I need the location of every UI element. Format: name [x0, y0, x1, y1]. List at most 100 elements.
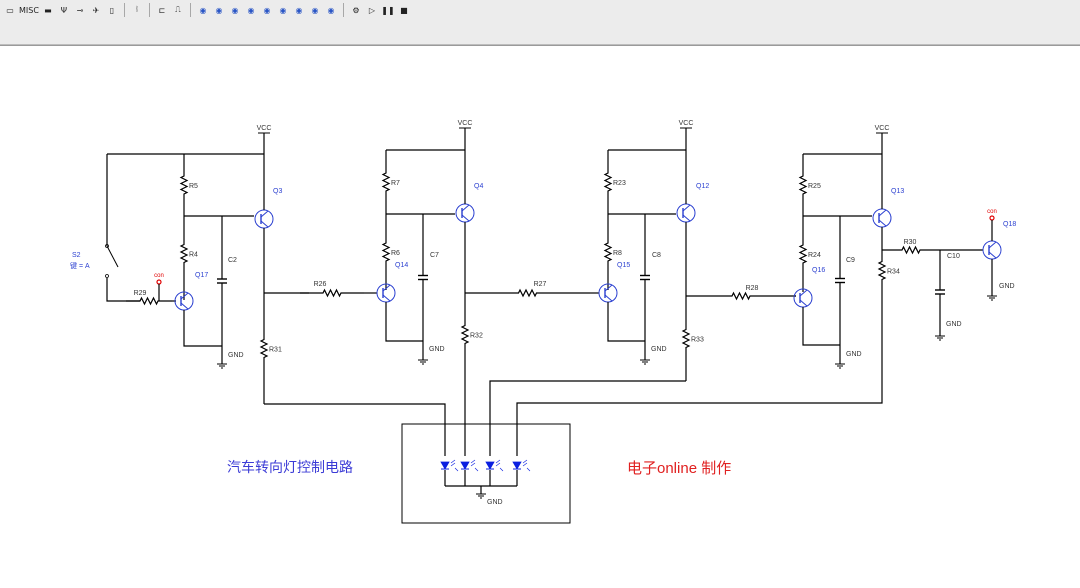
- transistor-q13-label: Q13: [891, 188, 904, 195]
- switch-name: S2: [72, 252, 81, 259]
- title-caption: 汽车转向灯控制电路: [227, 459, 353, 475]
- capacitor-c2-label: C2: [228, 257, 237, 264]
- switch-contact: [105, 274, 109, 278]
- transistor-q3-emitter: [260, 220, 269, 228]
- transistor-q18-emitter: [988, 251, 997, 259]
- led-3-ray: [495, 462, 501, 467]
- instrument-5-icon[interactable]: ◉: [263, 5, 271, 15]
- q17-emitter-lead: [183, 310, 222, 347]
- instrument-7-icon[interactable]: ◉: [295, 5, 303, 15]
- resistor-r24: [798, 216, 808, 292]
- resistor-r23: [603, 150, 613, 214]
- instrument-9-icon[interactable]: ◉: [327, 5, 335, 15]
- transistor-q4-emitter: [461, 214, 470, 222]
- transistor-q15-collector: [604, 284, 613, 292]
- resistor-r4-label: R4: [189, 252, 198, 259]
- resistor-r34: [877, 250, 887, 291]
- resistor-r33: [681, 296, 691, 381]
- resistor-r7-label: R7: [391, 180, 400, 187]
- transistor-q4-label: Q4: [474, 183, 483, 190]
- transistor-q16-label: Q16: [812, 267, 825, 274]
- transistor-q12-collector: [682, 204, 691, 212]
- resistor-r29-label: R29: [134, 290, 147, 297]
- resistor-r28-label: R28: [746, 285, 759, 292]
- instrument-6-icon[interactable]: ◉: [279, 5, 287, 15]
- run-icon[interactable]: ▷: [368, 5, 376, 15]
- crystal-icon[interactable]: ⊸: [76, 5, 84, 15]
- transistor-q4: [455, 203, 475, 223]
- gnd-5-label: GND: [946, 321, 962, 328]
- instrument-1-icon[interactable]: ◉: [199, 5, 207, 15]
- vcc-1-label: VCC: [257, 125, 272, 132]
- transistor-q17-label: Q17: [195, 272, 208, 279]
- transistor-q14-collector: [382, 284, 391, 292]
- resistor-r5: [179, 154, 189, 216]
- switch-blade: [106, 245, 119, 268]
- transistor-q13-collector: [878, 209, 887, 217]
- resistor-r27: [465, 288, 590, 298]
- transistor-q13-emitter: [878, 219, 887, 227]
- led-1-ray: [454, 467, 459, 472]
- transistor-q18-collector: [988, 241, 997, 249]
- plane-icon[interactable]: ✈: [92, 5, 100, 15]
- resistor-r24-label: R24: [808, 252, 821, 259]
- led-2-ray: [474, 467, 479, 472]
- capacitor-c10-label: C10: [947, 253, 960, 260]
- transistor-q4-collector: [461, 204, 470, 212]
- resistor-r29: [126, 296, 172, 306]
- led-2-ray: [470, 459, 476, 464]
- pulse-icon[interactable]: ⎍: [175, 5, 181, 14]
- display-icon[interactable]: ▬: [44, 5, 52, 15]
- antenna-icon[interactable]: Ψ: [60, 5, 68, 15]
- q14-emitter-lead: [385, 302, 423, 342]
- resistor-r25: [798, 154, 808, 216]
- resistor-r27-label: R27: [534, 281, 547, 288]
- pause-icon[interactable]: ❚❚: [381, 5, 395, 15]
- stop-icon[interactable]: ■: [400, 5, 408, 15]
- bus-icon[interactable]: ⦚: [136, 5, 138, 14]
- resistor-r28: [686, 291, 796, 301]
- misc-button[interactable]: MISC: [19, 5, 39, 15]
- resistor-r6-label: R6: [391, 250, 400, 257]
- vcc-2-label: VCC: [458, 120, 473, 127]
- transistor-q13: [872, 208, 892, 228]
- instrument-2-icon[interactable]: ◉: [215, 5, 223, 15]
- resistor-r31: [259, 293, 269, 404]
- resistor-r8-label: R8: [613, 250, 622, 257]
- led-1: [440, 461, 450, 470]
- gnd-2-label: GND: [429, 346, 445, 353]
- led-1-ray: [450, 459, 456, 464]
- battery-icon[interactable]: ▭: [6, 5, 14, 15]
- settings-icon[interactable]: ⚙: [352, 5, 360, 15]
- led-3-ray: [495, 459, 501, 464]
- fuse-icon[interactable]: ▯: [109, 5, 115, 15]
- wire-icon[interactable]: ⊏: [158, 5, 166, 15]
- transistor-q16-emitter: [799, 299, 808, 307]
- transistor-q14-emitter: [382, 294, 391, 302]
- resistor-r5-label: R5: [189, 183, 198, 190]
- transistor-q18: [982, 240, 1002, 260]
- probe-2-label: con: [987, 209, 997, 215]
- gnd-3-label: GND: [651, 346, 667, 353]
- vcc-3-label: VCC: [679, 120, 694, 127]
- led-enclosure: [401, 423, 571, 524]
- instrument-4-icon[interactable]: ◉: [247, 5, 255, 15]
- switch-contact: [105, 244, 109, 248]
- toolbar-separator-12: [189, 3, 191, 17]
- toolbar-row: ▭ MISC ▬ Ψ ⊸ ✈ ▯ ⦚ ⊏ ⎍ ◉ ◉ ◉ ◉ ◉ ◉ ◉ ◉ ◉ ⚙ ▷ ❚❚ ■: [2, 1, 412, 19]
- transistor-q12: [676, 203, 696, 223]
- vcc-4-label: VCC: [875, 125, 890, 132]
- q16-emitter-lead: [802, 307, 840, 346]
- instrument-3-icon[interactable]: ◉: [231, 5, 239, 15]
- q15-emitter-lead: [607, 302, 645, 342]
- resistor-r7: [381, 150, 391, 214]
- led-feed-1: [264, 403, 446, 456]
- resistor-r34-label: R34: [887, 269, 900, 276]
- transistor-q16-collector: [799, 289, 808, 297]
- probe-1: [156, 279, 162, 285]
- instrument-8-icon[interactable]: ◉: [311, 5, 319, 15]
- transistor-q18-label: Q18: [1003, 221, 1016, 228]
- resistor-r31-label: R31: [269, 347, 282, 354]
